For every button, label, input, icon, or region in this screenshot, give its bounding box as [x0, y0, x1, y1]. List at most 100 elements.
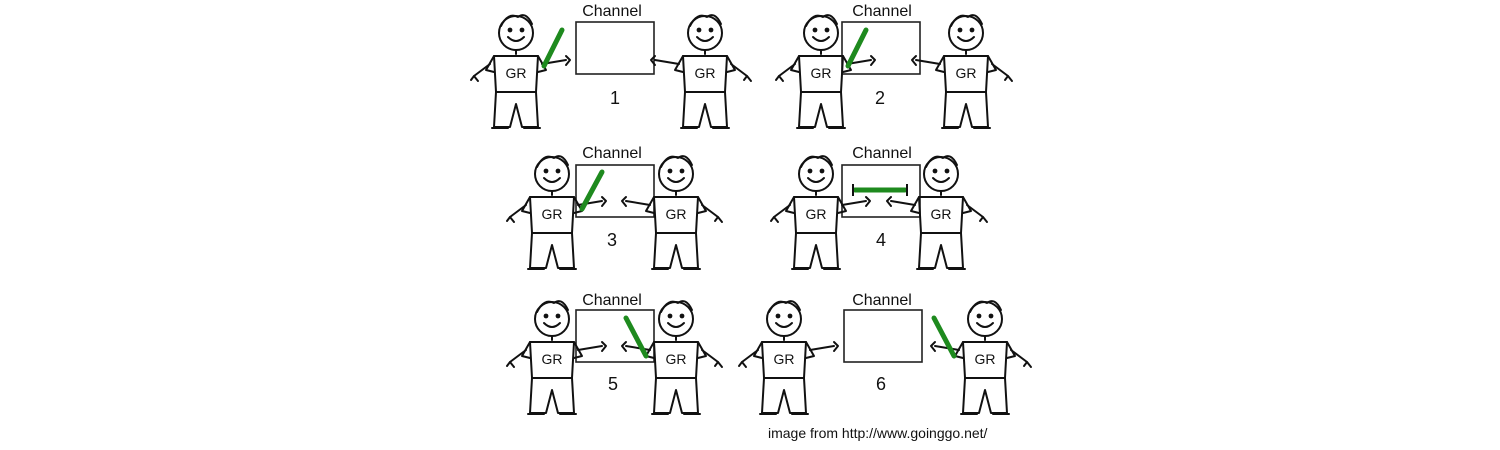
left-gopher-figure: GR — [775, 14, 876, 129]
step-number: 6 — [876, 374, 886, 394]
shirt-label: GR — [931, 206, 952, 222]
hair — [768, 300, 801, 313]
free-arm — [778, 63, 796, 77]
free-arm — [741, 349, 759, 363]
hair — [925, 155, 958, 168]
reaching-arm — [809, 345, 835, 351]
left-eye — [807, 168, 813, 174]
hair — [800, 155, 833, 168]
smile — [957, 36, 975, 42]
smile — [543, 177, 561, 183]
right-sleeve — [697, 341, 707, 359]
right-eye — [988, 313, 994, 319]
reaching-hand — [833, 341, 839, 352]
pants — [793, 232, 839, 269]
reaching-hand — [911, 55, 917, 66]
left-eye — [543, 313, 549, 319]
free-hand — [743, 75, 752, 82]
free-hand — [506, 216, 515, 223]
hair — [689, 14, 722, 27]
left-eye — [507, 27, 513, 33]
right-eye — [555, 313, 561, 319]
reaching-arm — [915, 59, 941, 65]
free-arm — [991, 63, 1009, 77]
step-number: 3 — [607, 230, 617, 250]
free-arm — [966, 204, 984, 218]
hair — [500, 14, 533, 27]
reaching-hand — [886, 196, 892, 207]
left-sleeve — [790, 55, 800, 73]
right-sleeve — [962, 196, 972, 214]
hair — [536, 155, 569, 168]
right-sleeve — [573, 341, 583, 359]
hair — [536, 300, 569, 313]
left-gopher-figure: GR — [738, 300, 839, 415]
green-baton — [845, 27, 869, 69]
left-sleeve — [521, 196, 531, 214]
free-hand — [738, 361, 747, 368]
reaching-hand — [865, 196, 871, 207]
free-hand — [1004, 75, 1013, 82]
step-number: 5 — [608, 374, 618, 394]
green-baton — [579, 169, 605, 212]
left-eye — [957, 27, 963, 33]
free-hand — [470, 75, 479, 82]
shirt-label: GR — [975, 351, 996, 367]
smile — [976, 322, 994, 328]
left-sleeve — [785, 196, 795, 214]
free-arm — [701, 349, 719, 363]
left-eye — [667, 168, 673, 174]
pants — [761, 377, 807, 414]
smile — [507, 36, 525, 42]
left-eye — [812, 27, 818, 33]
smile — [932, 177, 950, 183]
right-sleeve — [726, 55, 736, 73]
left-eye — [976, 313, 982, 319]
right-sleeve — [1006, 341, 1016, 359]
reaching-arm — [654, 59, 680, 65]
smile — [807, 177, 825, 183]
right-eye — [787, 313, 793, 319]
channel-box — [575, 309, 655, 363]
hair — [805, 14, 838, 27]
right-eye — [679, 313, 685, 319]
left-gopher-figure: GR — [506, 155, 607, 270]
channel-label: Channel — [852, 145, 912, 162]
right-sleeve — [697, 196, 707, 214]
right-sleeve — [805, 341, 815, 359]
shirt-label: GR — [542, 351, 563, 367]
right-eye — [969, 27, 975, 33]
right-sleeve — [842, 55, 852, 73]
right-gopher-figure: GR — [886, 155, 988, 270]
left-eye — [667, 313, 673, 319]
right-gopher-figure: GR — [621, 155, 723, 270]
right-gopher-figure: GR — [911, 14, 1013, 129]
channel-label: Channel — [582, 145, 642, 162]
shirt-label: GR — [666, 206, 687, 222]
smile — [667, 322, 685, 328]
pants — [798, 91, 844, 128]
reaching-arm — [841, 200, 867, 206]
left-sleeve — [753, 341, 763, 359]
attribution-text: image from http://www.goinggo.net/ — [768, 425, 988, 441]
green-baton — [623, 315, 649, 359]
shirt-label: GR — [811, 65, 832, 81]
free-hand — [714, 216, 723, 223]
left-gopher-figure: GR — [770, 155, 871, 270]
channel-box — [575, 164, 655, 218]
smile — [667, 177, 685, 183]
free-hand — [775, 75, 784, 82]
left-sleeve — [935, 55, 945, 73]
shirt-label: GR — [806, 206, 827, 222]
free-arm — [1010, 349, 1028, 363]
left-eye — [775, 313, 781, 319]
left-eye — [932, 168, 938, 174]
channel-label: Channel — [852, 292, 912, 309]
reaching-hand — [621, 196, 627, 207]
right-gopher-figure: GR — [930, 300, 1032, 415]
free-hand — [506, 361, 515, 368]
right-eye — [819, 168, 825, 174]
